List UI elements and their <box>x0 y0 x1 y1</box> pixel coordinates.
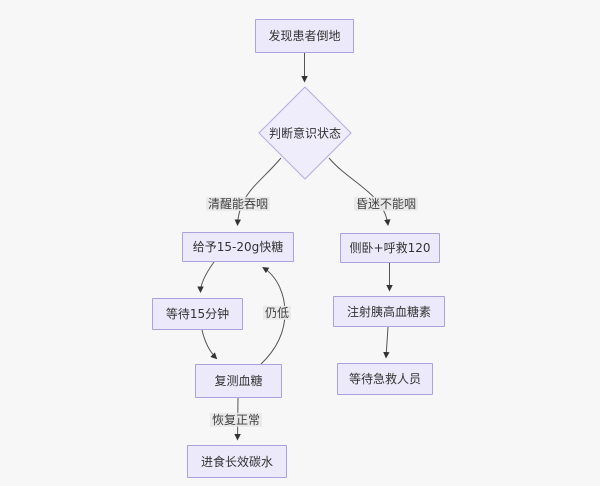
edge-label-coma-cannot-swallow: 昏迷不能咽 <box>353 196 419 212</box>
decision-diamond-shape <box>258 86 352 180</box>
edge-give-sugar-to-wait15 <box>197 261 215 293</box>
edge-decision-to-give-sugar <box>234 157 282 226</box>
edge-label-still-low: 仍低 <box>262 305 292 321</box>
edge-label-awake-can-swallow: 清醒能吞咽 <box>205 196 271 212</box>
edge-decision-to-recovery-position <box>328 157 391 226</box>
node-give-fast-sugar: 给予15-20g快糖 <box>182 232 294 262</box>
node-wait-15-min: 等待15分钟 <box>152 298 243 330</box>
node-eat-slow-carbs: 进食长效碳水 <box>187 445 287 478</box>
node-retest-glucose: 复测血糖 <box>195 364 282 398</box>
node-assess-consciousness: 判断意识状态 <box>268 126 342 141</box>
node-found-patient: 发现患者倒地 <box>255 19 354 53</box>
edge-label-recovered: 恢复正常 <box>209 412 263 428</box>
node-wait-ems: 等待急救人员 <box>337 363 433 395</box>
node-recovery-position: 侧卧+呼救120 <box>340 233 440 263</box>
edge-wait15-to-retest <box>201 329 218 360</box>
edge-glucagon-to-wait-ems <box>383 326 390 359</box>
node-inject-glucagon: 注射胰高血糖素 <box>333 296 445 327</box>
